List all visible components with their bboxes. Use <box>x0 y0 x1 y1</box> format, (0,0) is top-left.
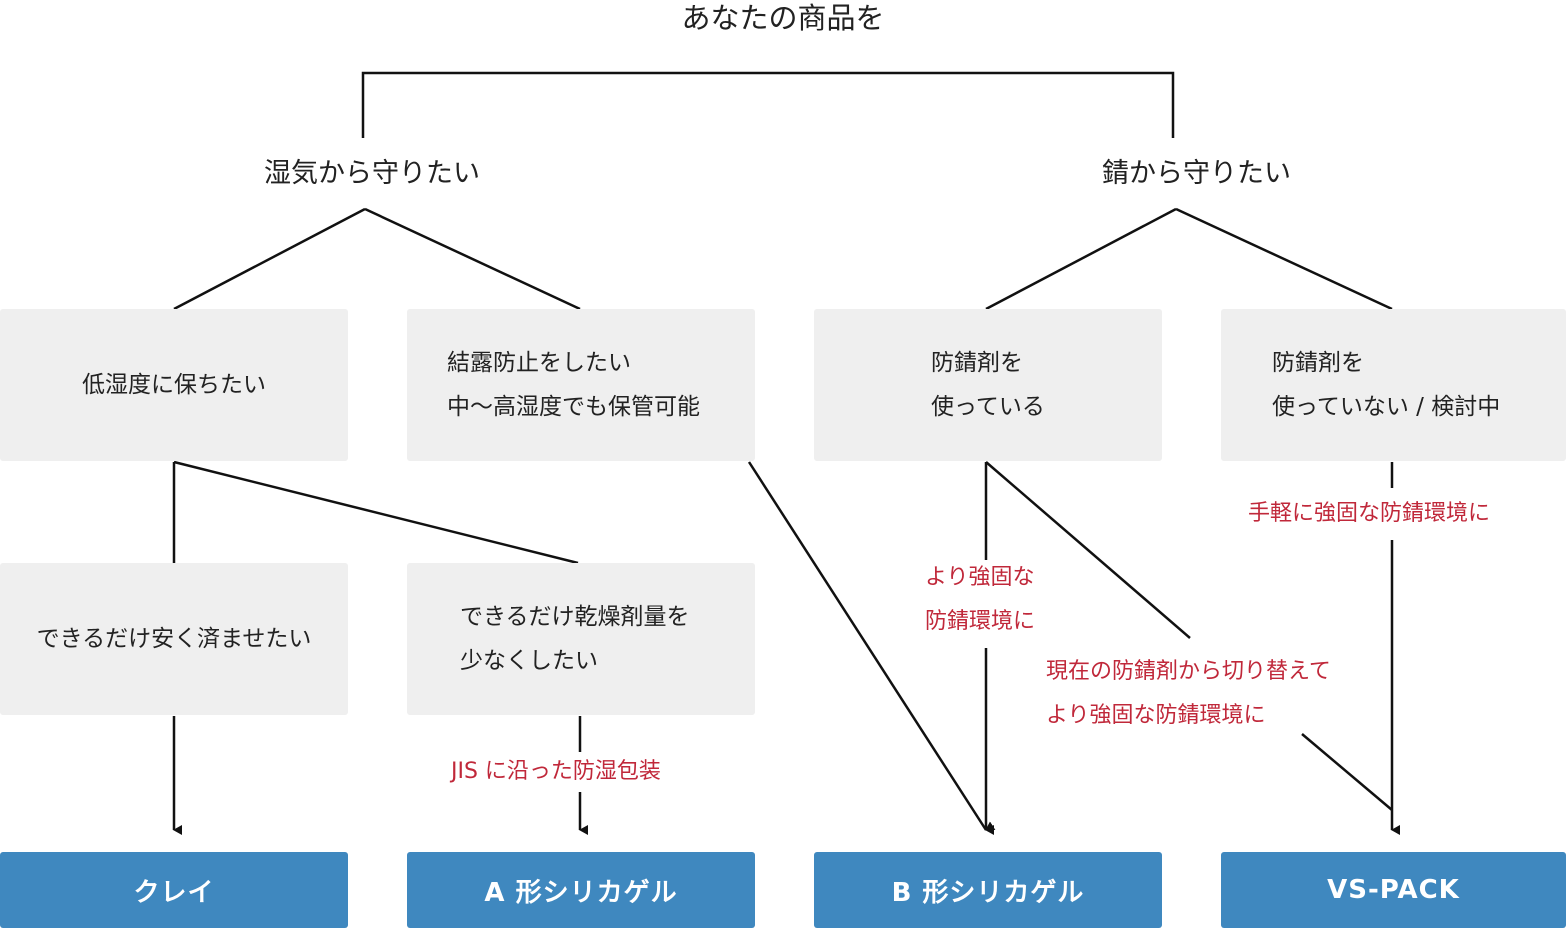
question-low-humidity: 低湿度に保ちたい <box>0 309 348 461</box>
question-line: 防錆剤を <box>1272 350 1364 376</box>
note-switch: 現在の防錆剤から切り替えて より強固な防錆環境に <box>1046 650 1331 738</box>
result-clay: クレイ <box>0 852 348 928</box>
question-less-desiccant: できるだけ乾燥剤量を 少なくしたい <box>407 563 755 715</box>
rust-to-using-line <box>985 207 1177 311</box>
question-condensation: 結露防止をしたい 中〜高湿度でも保管可能 <box>407 309 755 461</box>
low-to-less-line <box>173 460 579 565</box>
note-jis: JIS に沿った防湿包装 <box>451 750 661 794</box>
question-line: 結露防止をしたい <box>447 350 631 376</box>
note-line: 現在の防錆剤から切り替えて <box>1046 659 1331 684</box>
result-vs-pack: VS-PACK <box>1221 852 1566 928</box>
question-line: 中〜高湿度でも保管可能 <box>447 394 700 420</box>
rust-to-notusing-line <box>1175 207 1393 311</box>
branch-humidity: 湿気から守りたい <box>264 158 480 189</box>
note-line: より強固な <box>925 565 1035 590</box>
question-line: できるだけ乾燥剤量を <box>460 604 690 630</box>
note-line: 防錆環境に <box>925 609 1036 634</box>
note-line: 手軽に強固な防錆環境に <box>1248 501 1491 526</box>
question-not-using-inhibitor: 防錆剤を 使っていない / 検討中 <box>1221 309 1566 461</box>
question-using-inhibitor: 防錆剤を 使っている <box>814 309 1162 461</box>
note-line: より強固な防錆環境に <box>1046 703 1266 728</box>
branch-rust: 錆から守りたい <box>1102 158 1291 189</box>
question-line: 使っている <box>931 394 1045 420</box>
using-to-vspack-lower <box>1301 733 1393 811</box>
question-line: 使っていない / 検討中 <box>1272 394 1501 420</box>
note-stronger: より強固な 防錆環境に <box>925 556 1035 644</box>
top-bracket-line <box>361 71 1175 138</box>
flow-title: あなたの商品を <box>681 1 885 35</box>
question-line: 少なくしたい <box>460 648 598 674</box>
humidity-to-low-line <box>173 207 366 311</box>
humidity-to-condensation-line <box>364 207 581 311</box>
question-line: できるだけ安く済ませたい <box>36 626 312 652</box>
result-silica-b: B 形シリカゲル <box>814 852 1162 928</box>
using-to-vspack-upper <box>985 461 1191 639</box>
note-line: JIS に沿った防湿包装 <box>451 759 661 784</box>
question-cheap: できるだけ安く済ませたい <box>0 563 348 715</box>
note-easy: 手軽に強固な防錆環境に <box>1248 492 1490 536</box>
result-silica-a: A 形シリカゲル <box>407 852 755 928</box>
question-line: 低湿度に保ちたい <box>82 372 266 398</box>
condensation-to-silica-b-arrow <box>747 461 996 831</box>
question-line: 防錆剤を <box>931 350 1023 376</box>
